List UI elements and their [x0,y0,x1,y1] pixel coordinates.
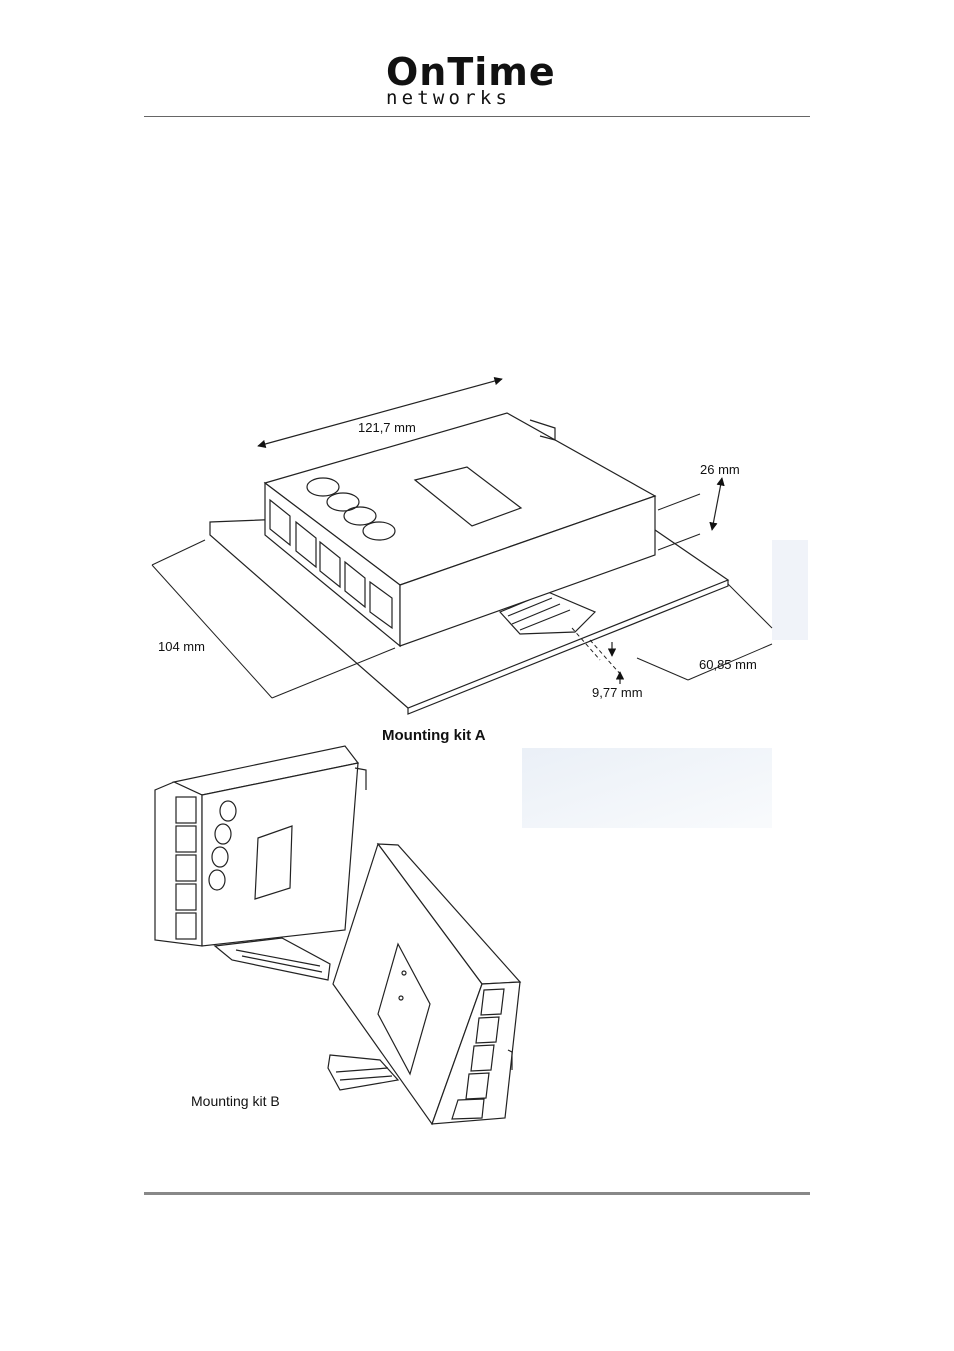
din-rail-b2 [327,1054,400,1091]
led-1 [306,477,340,497]
dim-depth: 60,85 mm [699,657,757,672]
led-b1-3 [211,846,229,868]
port-2 [295,520,317,569]
port-b2-1 [480,988,505,1016]
port-b1-2 [175,825,197,853]
port-1 [269,498,291,547]
led-4 [362,521,396,541]
port-b2-2 [475,1016,500,1044]
dim-width: 104 mm [158,639,205,654]
mounting-kit-b-drawing [154,745,522,1126]
port-5 [369,580,393,630]
background-smudge [522,748,772,828]
led-b1-4 [208,869,226,891]
display-b1 [254,825,293,900]
port-3 [319,540,341,589]
logo-sub-text: networks [386,87,512,109]
port-b1-4 [175,883,197,911]
led-2 [326,492,360,512]
dim-height: 26 mm [700,462,740,477]
port-b1-1 [175,796,197,824]
port-b2-3 [470,1044,495,1072]
port-b1-3 [175,854,197,882]
ontime-networks-logo: OnTime networks [380,50,580,110]
caption-mounting-kit-b: Mounting kit B [191,1093,280,1109]
dim-offset: 9,77 mm [592,685,643,700]
length-arrow [257,376,503,449]
caption-mounting-kit-a: Mounting kit A [382,727,486,744]
height-arrow [709,477,725,531]
port-b1-5 [175,912,197,940]
led-3 [343,506,377,526]
port-b2-5 [451,1098,485,1120]
logo-main-text: OnTime [386,50,556,94]
background-smudge-right [772,540,808,640]
mounting-bracket [377,942,431,1076]
device-b1-side [201,762,359,947]
display-window [413,466,523,527]
header-divider [144,116,810,117]
port-4 [344,560,366,609]
mounting-kit-a-drawing [151,376,773,715]
led-b1-1 [219,800,237,822]
port-b2-4 [465,1072,490,1100]
dim-length: 121,7 mm [358,420,416,435]
din-rail-b1 [213,937,331,981]
device-b1-front [154,781,203,947]
device-side [399,495,656,647]
footer-divider [144,1192,810,1195]
led-b1-2 [214,823,232,845]
